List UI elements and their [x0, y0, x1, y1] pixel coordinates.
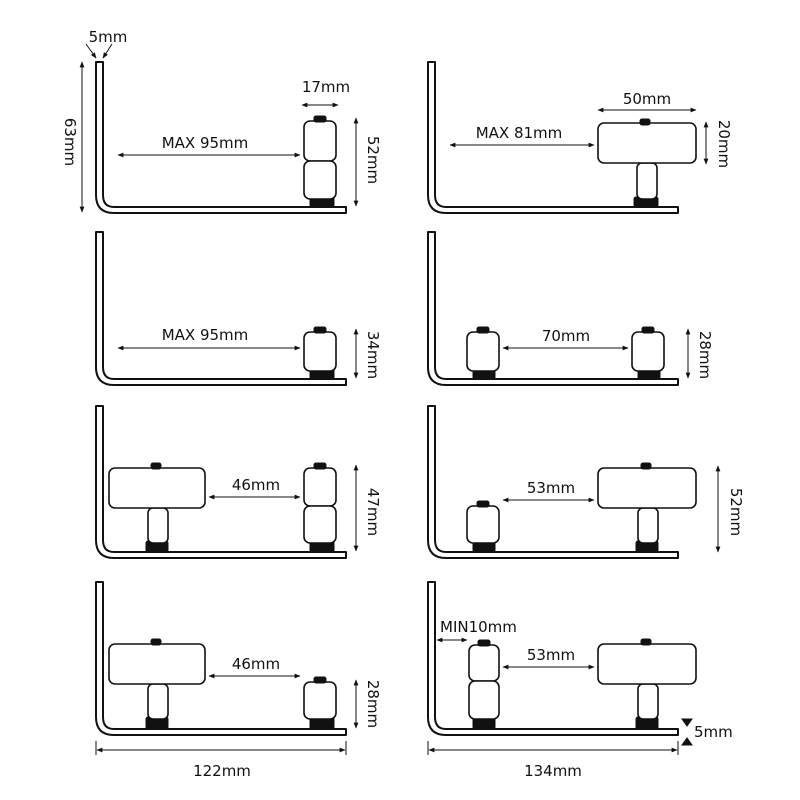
top-thickness-label: 5mm: [89, 28, 128, 46]
roller-width-label: 17mm: [302, 78, 350, 96]
panel-3: MAX 95mm 34mm: [95, 231, 382, 386]
left-width-label: 122mm: [193, 762, 251, 780]
l-bracket: [427, 231, 679, 386]
gap-label: 46mm: [232, 655, 280, 673]
single-roller: [466, 500, 500, 553]
height-label: 28mm: [364, 680, 382, 728]
l-bracket: [95, 581, 347, 736]
gap-label: 70mm: [542, 327, 590, 345]
height-label: 34mm: [364, 331, 382, 379]
overall-height-label: 63mm: [61, 118, 79, 166]
gap-label: 46mm: [232, 476, 280, 494]
gap-label: MAX 81mm: [476, 124, 563, 142]
wheel-block-assembly: [108, 638, 206, 730]
single-roller: [303, 676, 337, 730]
panel-2: MAX 81mm 50mm 20mm: [427, 61, 733, 214]
wheel-block-assembly: [597, 462, 697, 553]
panel-5: 46mm 47mm: [95, 405, 382, 559]
double-roller: [303, 115, 337, 208]
l-bracket: [427, 405, 679, 559]
l-bracket: [95, 405, 347, 559]
panel-8: 53mm MIN10mm 5mm: [427, 581, 733, 746]
panel-6: 53mm 52mm: [427, 405, 745, 559]
l-bracket: [427, 581, 679, 736]
height-label: 20mm: [715, 120, 733, 168]
thickness-arrow-bottom: [681, 737, 693, 746]
block-width-label: 50mm: [623, 90, 671, 108]
l-bracket: [95, 231, 347, 386]
panel-4: 70mm 28mm: [427, 231, 714, 386]
right-roller: [631, 326, 665, 380]
gap-label: 53mm: [527, 479, 575, 497]
double-roller: [303, 462, 337, 553]
panel-7: 46mm 28mm: [95, 581, 382, 736]
bottom-thickness-label: 5mm: [694, 723, 733, 741]
panel-1: MAX 95mm 17mm 52mm: [95, 61, 382, 214]
wheel-block-assembly: [597, 118, 697, 208]
min-clearance-label: MIN10mm: [440, 618, 517, 636]
double-roller: [468, 639, 500, 730]
right-width-label: 134mm: [524, 762, 582, 780]
height-label: 28mm: [696, 331, 714, 379]
gap-label: MAX 95mm: [162, 134, 249, 152]
l-bracket: [95, 61, 347, 214]
height-label: 52mm: [364, 136, 382, 184]
single-roller: [303, 326, 337, 380]
overall-height-dimension: 63mm: [61, 61, 85, 213]
gap-label: 53mm: [527, 646, 575, 664]
thickness-arrow-top: [681, 718, 693, 727]
gap-label: MAX 95mm: [162, 326, 249, 344]
wheel-block-assembly: [108, 462, 206, 553]
right-width-dimension: 134mm: [427, 741, 679, 780]
top-thickness-dimension: 5mm: [85, 28, 128, 59]
left-roller: [466, 326, 500, 380]
wheel-block-assembly: [597, 638, 697, 730]
l-bracket: [427, 61, 679, 214]
height-label: 52mm: [727, 488, 745, 536]
left-width-dimension: 122mm: [95, 741, 347, 780]
height-label: 47mm: [364, 488, 382, 536]
